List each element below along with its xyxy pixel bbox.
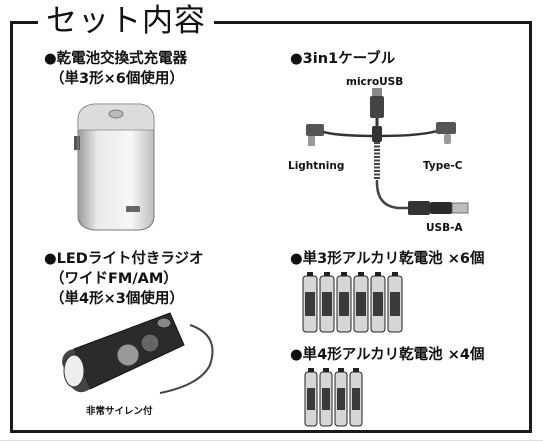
contents-frame [10, 21, 532, 433]
aa-battery-label: ●単3形アルカリ乾電池 ×6個 [290, 251, 485, 267]
aaa-batteries-image [304, 368, 363, 427]
page-title: セット内容 [38, 4, 214, 38]
lightning-label: Lightning [288, 160, 345, 172]
charger-label: ●乾電池交換式充電器 [44, 51, 188, 67]
cable-image [306, 88, 469, 215]
radio-band-label: （ワイドFM/AM） [50, 271, 178, 287]
usba-label: USB-A [426, 222, 463, 234]
charger-sublabel: （単3形×6個使用） [50, 71, 184, 87]
radio-image [62, 312, 214, 394]
cable-label: ●3in1ケーブル [290, 51, 396, 67]
radio-siren-caption: 非常サイレン付 [86, 406, 153, 417]
microusb-label: microUSB [346, 76, 404, 88]
radio-label: ●LEDライト付きラジオ [44, 251, 204, 267]
charger-image [74, 103, 155, 231]
typec-label: Type-C [423, 160, 463, 172]
aaa-battery-label: ●単4形アルカリ乾電池 ×4個 [290, 347, 485, 363]
radio-battery-label: （単4形×3個使用） [50, 291, 184, 307]
aa-batteries-image [302, 272, 403, 333]
bottom-divider [0, 440, 543, 441]
